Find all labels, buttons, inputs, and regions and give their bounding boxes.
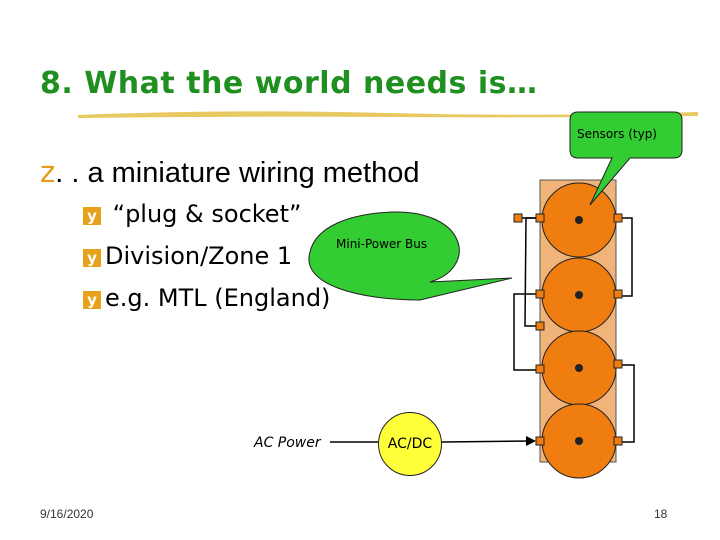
page-number: 18 [654,507,668,521]
footer-date: 9/16/2020 [40,507,94,521]
ac-power-label: AC Power [254,435,321,451]
bullet-icon: y [83,207,101,225]
connector [535,436,545,446]
bus-wire [524,217,540,327]
subtitle-bullet-icon: z [40,155,56,189]
dc-arrow [441,440,531,443]
connector [613,436,623,446]
connector [535,213,545,223]
bus-callout [308,211,513,301]
connector [613,213,623,223]
connector [513,213,523,223]
bus-wire [618,217,633,297]
arrow-head-icon [526,436,536,446]
title-underline [78,111,698,118]
subtitle-text: . . a miniature wiring method [55,157,420,189]
bullet-text: “plug & socket” [105,200,302,228]
bullet-icon: y [83,249,101,267]
bullet-text: e.g. MTL (England) [105,284,331,312]
bullet-text: Division/Zone 1 [105,242,293,270]
connector [613,359,623,369]
connector [613,289,623,299]
acdc-label: AC/DC [387,436,433,452]
slide-title: 8. What the world needs is… [40,66,538,101]
sensor-dot [575,291,583,299]
bullet-icon: y [83,291,101,309]
sensor-dot [575,364,583,372]
connector [535,321,545,331]
connector [535,364,545,374]
bus-wire [618,364,635,443]
acdc-converter: AC/DC [378,412,442,476]
bus-callout-label: Mini-Power Bus [336,237,428,251]
connector [535,289,545,299]
sensors-callout [569,111,683,206]
bus-wire [513,293,540,371]
sensors-callout-label: Sensors (typ) [577,127,657,141]
bullet-item: y “plug & socket” [83,200,301,228]
sensor-dot [575,437,583,445]
subtitle: z. . a miniature wiring method [40,155,420,190]
sensor-dot [575,216,583,224]
